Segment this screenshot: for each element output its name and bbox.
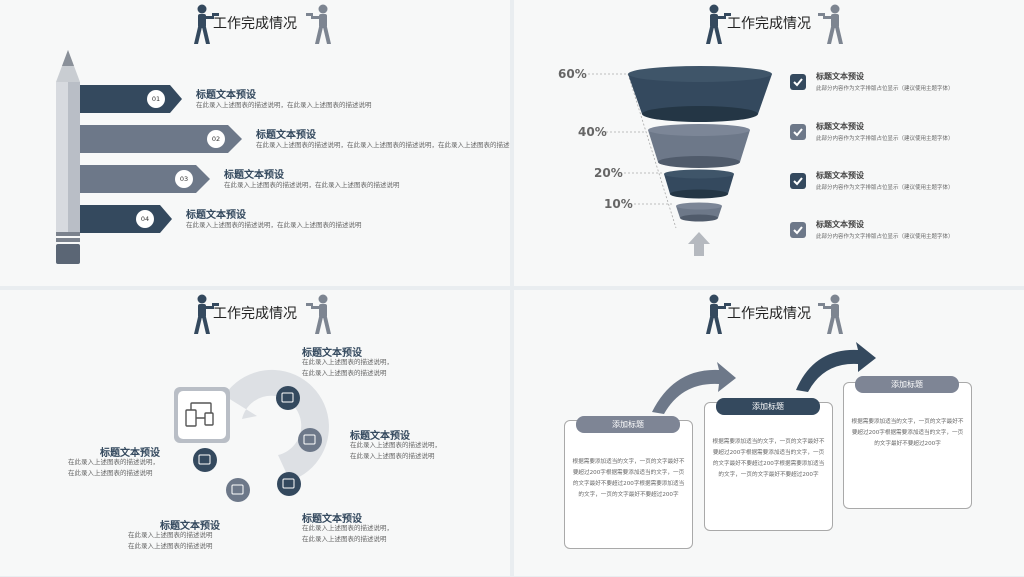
item-desc: 在此录入上述图表的描述说明 [128,531,213,539]
item-title: 标题文本预设 [816,122,864,131]
item-desc: 在此录入上述图表的描述说明 [128,542,213,550]
item-desc: 此部分内容作为文字排版占位显示（建议使用主题字体） [816,86,954,92]
item-title: 标题文本预设 [816,72,864,81]
slide-cycle: 工作完成情况 标题文本预设 在此录入上述图表的描述说明， 在此录入上述图表的描述… [0,290,510,576]
funnel-label: 10% [604,197,633,211]
funnel-level-20 [664,169,734,199]
check-icon [790,124,806,140]
item-desc: 在此录入上述图表的描述说明 [302,369,387,377]
check-icon [790,173,806,189]
page-title: 工作完成情况 [213,16,297,32]
item-title: 标题文本预设 [186,210,246,221]
check-icon [790,222,806,238]
devices-icon [185,402,214,427]
cycle-node [276,386,300,410]
item-desc: 此部分内容作为文字排版占位显示（建议使用主题字体） [816,136,954,142]
slide-pencil-list: 工作完成情况 01 02 03 04 标题文本预设 在此录入上述图表的描述说明，… [0,0,510,286]
curved-arrow-icon [652,362,736,414]
funnel-level-40 [648,124,750,168]
up-arrow-icon [688,232,710,256]
slide-header: 工作完成情况 [0,294,510,334]
cycle-node [298,428,322,452]
item-desc: 在此录入上述图表的描述说明， [302,524,393,532]
step-box: 根据需要添加适当的文字，一页的文字最好不要超过200字根据需要添加适当的文字，一… [564,420,693,549]
item-title: 标题文本预设 [350,431,410,442]
item-desc: 此部分内容作为文字排版占位显示（建议使用主题字体） [816,185,954,191]
pencil-graphic [56,50,242,264]
item-desc: 在此录入上述图表的描述说明，在此录入上述图表的描述说明，在此录入上述图表的描述说… [256,141,510,149]
cycle-diagram [174,369,329,502]
funnel-label: 60% [558,67,587,81]
curved-arrows [652,342,876,414]
item-title: 标题文本预设 [160,521,220,532]
cycle-node [277,472,301,496]
item-desc: 此部分内容作为文字排版占位显示（建议使用主题字体） [816,234,954,240]
item-desc: 在此录入上述图表的描述说明，在此录入上述图表的描述说明 [186,221,362,229]
item-desc: 在此录入上述图表的描述说明 [302,535,387,543]
item-desc: 在此录入上述图表的描述说明 [68,469,153,477]
step-text: 根据需要添加适当的文字，一页的文字最好不要超过200字根据需要添加适当的文字，一… [851,419,964,447]
item-title: 标题文本预设 [196,90,256,101]
step-text: 根据需要添加适当的文字，一页的文字最好不要超过200字根据需要添加适当的文字，一… [572,459,685,498]
step-label: 添加标题 [855,376,959,393]
slide-funnel: 工作完成情况 60% 40% [514,0,1024,286]
item-desc: 在此录入上述图表的描述说明， [68,458,159,466]
funnel-level-60 [628,66,772,122]
item-desc: 在此录入上述图表的描述说明 [350,452,435,460]
funnel-label: 40% [578,125,607,139]
item-desc: 在此录入上述图表的描述说明，在此录入上述图表的描述说明 [224,181,400,189]
item-title: 标题文本预设 [100,448,160,459]
item-desc: 在此录入上述图表的描述说明，在此录入上述图表的描述说明 [196,101,372,109]
item-title: 标题文本预设 [816,171,864,180]
slide-steps: 工作完成情况 根据需要添加适当的文字，一页的文字最好不要超过200字根据需要添加… [514,290,1024,576]
funnel-chart [588,66,772,256]
funnel-label: 20% [594,166,623,180]
item-desc: 在此录入上述图表的描述说明， [302,358,393,366]
slide-header: 工作完成情况 [514,4,1024,44]
cycle-node [226,478,250,502]
cycle-node [193,448,217,472]
step-box: 根据需要添加适当的文字，一页的文字最好不要超过200字根据需要添加适当的文字，一… [843,382,972,509]
curved-arrow-icon [796,342,876,392]
item-title: 标题文本预设 [302,348,362,359]
slide-header: 工作完成情况 [0,4,510,44]
item-title: 标题文本预设 [302,514,362,525]
item-title: 标题文本预设 [224,170,284,181]
step-number: 03 [179,175,189,183]
page-title: 工作完成情况 [213,306,297,322]
slide-header: 工作完成情况 [514,294,1024,334]
page-title: 工作完成情况 [727,306,811,322]
funnel-level-10 [676,202,722,222]
item-title: 标题文本预设 [256,130,316,141]
step-box: 根据需要添加适当的文字，一页的文字最好不要超过200字根据需要添加适当的文字，一… [704,402,833,531]
check-icon [790,74,806,90]
item-desc: 在此录入上述图表的描述说明， [350,441,441,449]
step-label: 添加标题 [716,398,820,415]
step-label: 添加标题 [576,416,680,433]
step-number: 01 [151,95,161,103]
step-text: 根据需要添加适当的文字，一页的文字最好不要超过200字根据需要添加适当的文字，一… [712,439,825,478]
step-number: 04 [140,215,150,223]
step-number: 02 [211,135,221,143]
item-title: 标题文本预设 [816,220,864,229]
page-title: 工作完成情况 [727,16,811,32]
